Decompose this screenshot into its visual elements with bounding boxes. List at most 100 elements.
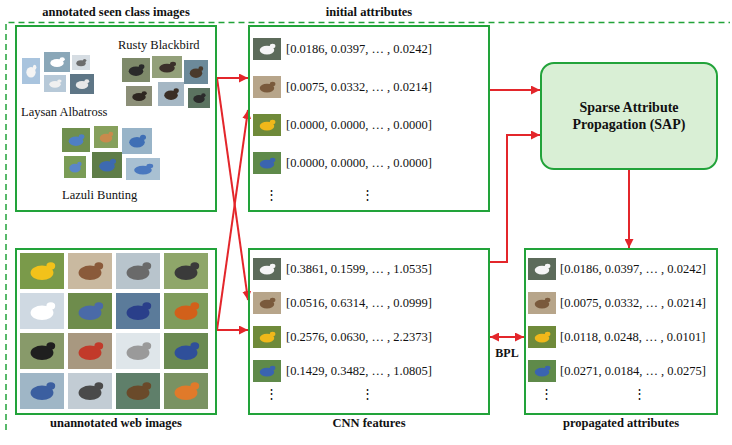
bird-photo (116, 373, 160, 409)
panel-title: CNN features (250, 416, 488, 431)
bird (79, 262, 104, 280)
bird (50, 57, 65, 67)
bird-photo (164, 373, 208, 409)
bird (79, 302, 104, 320)
bird-photo (44, 52, 70, 72)
bird-photo (64, 156, 86, 178)
bird-photo (184, 60, 208, 84)
bird (260, 158, 276, 169)
ellipsis: ⋮ (633, 386, 646, 402)
bird-photo (94, 126, 118, 148)
bird (175, 302, 200, 320)
vector-row: [0.2576, 0.0630, … , 2.2373] (286, 329, 432, 345)
vector-row: [0.0118, 0.0248, … , 0.0101] (560, 329, 705, 345)
process-box: Sparse Attribute Propagation (SAP) (540, 62, 718, 170)
vector-row: [0.0075, 0.0332, … , 0.0214] (560, 295, 706, 311)
vector-row: [0.0000, 0.0000, … , 0.0000] (286, 155, 432, 171)
ellipsis: ⋮ (540, 386, 553, 402)
image-panel: unannotated web images (15, 248, 217, 415)
bird (31, 342, 56, 360)
bird (535, 366, 551, 377)
bird (175, 382, 200, 400)
bird (127, 302, 152, 320)
image-panel: annotated seen class imagesRusty Blackbi… (15, 25, 217, 212)
bird (79, 382, 104, 400)
bird-thumbnail (528, 360, 556, 382)
bird-photo (72, 55, 90, 70)
feature-panel: CNN features[0.3861, 0.1599, … , 1.0535]… (248, 248, 490, 415)
bird (127, 262, 152, 280)
bird (159, 62, 176, 73)
bird-photo (68, 253, 112, 289)
bird (99, 159, 116, 172)
bird-thumbnail (253, 76, 281, 98)
arrow (217, 77, 248, 79)
bird (193, 93, 205, 103)
ellipsis: ⋮ (361, 187, 374, 203)
vector-row: [0.0000, 0.0000, … , 0.0000] (286, 117, 432, 133)
bird (129, 135, 146, 148)
bird-photo (164, 293, 208, 329)
bird (175, 262, 200, 280)
bird (175, 342, 200, 360)
bird-thumbnail (528, 292, 556, 314)
vector-row: [0.0186, 0.0397, … , 0.0242] (560, 261, 706, 277)
bird (535, 264, 551, 275)
arrow (490, 336, 524, 338)
bird-photo (164, 253, 208, 289)
bird-photo (20, 333, 64, 369)
bird-thumbnail (253, 258, 281, 280)
class-label: Laysan Albatross (21, 104, 107, 120)
bird-thumbnail (253, 326, 281, 348)
panel-title: initial attributes (250, 5, 488, 20)
bird-photo (116, 333, 160, 369)
arrow (490, 89, 540, 91)
attribute-panel: propagated attributes[0.0186, 0.0397, … … (524, 248, 718, 415)
panel-title: unannotated web images (17, 416, 215, 431)
bird-thumbnail (528, 258, 556, 280)
bird-thumbnail (253, 38, 281, 60)
class-label: Lazuli Bunting (62, 187, 137, 203)
bird-photo (164, 333, 208, 369)
bird (127, 342, 152, 360)
bird (260, 44, 276, 55)
arrow (490, 135, 540, 262)
edge-label: BPL (493, 346, 520, 360)
bird (100, 132, 113, 143)
vector-row: [0.0075, 0.0332, … , 0.0214] (286, 79, 432, 95)
bird-thumbnail (253, 360, 281, 382)
bird (31, 262, 56, 280)
bird (535, 298, 551, 309)
bird-photo (62, 128, 90, 152)
vector-row: [0.3861, 0.1599, … , 1.0535] (286, 261, 432, 277)
panel-title: annotated seen class images (17, 5, 215, 20)
bird (26, 65, 36, 78)
bird-photo (122, 128, 152, 154)
panel-title: propagated attributes (526, 416, 716, 431)
bird-photo (188, 88, 210, 108)
arrow (217, 78, 248, 300)
ellipsis: ⋮ (265, 386, 278, 402)
bird-photo (68, 333, 112, 369)
bird-photo (92, 152, 122, 178)
bird (260, 366, 276, 377)
arrow (217, 110, 248, 330)
bird-photo (20, 253, 64, 289)
bird (31, 302, 56, 320)
ellipsis: ⋮ (361, 386, 374, 402)
bird (260, 120, 276, 131)
bird-photo (126, 158, 160, 180)
arrow (217, 329, 248, 331)
bird (260, 298, 276, 309)
dashed-bracket (6, 23, 730, 431)
bird-photo (158, 82, 184, 106)
bird (76, 79, 89, 89)
bird-thumbnail (253, 292, 281, 314)
bird-photo (20, 293, 64, 329)
bird-thumbnail (253, 152, 281, 174)
bird (79, 342, 104, 360)
class-label: Rusty Blackbird (118, 37, 200, 53)
bird-photo (70, 74, 94, 94)
bird-photo (152, 56, 182, 78)
vector-row: [0.1429, 0.3482, … , 1.0805] (286, 363, 432, 379)
